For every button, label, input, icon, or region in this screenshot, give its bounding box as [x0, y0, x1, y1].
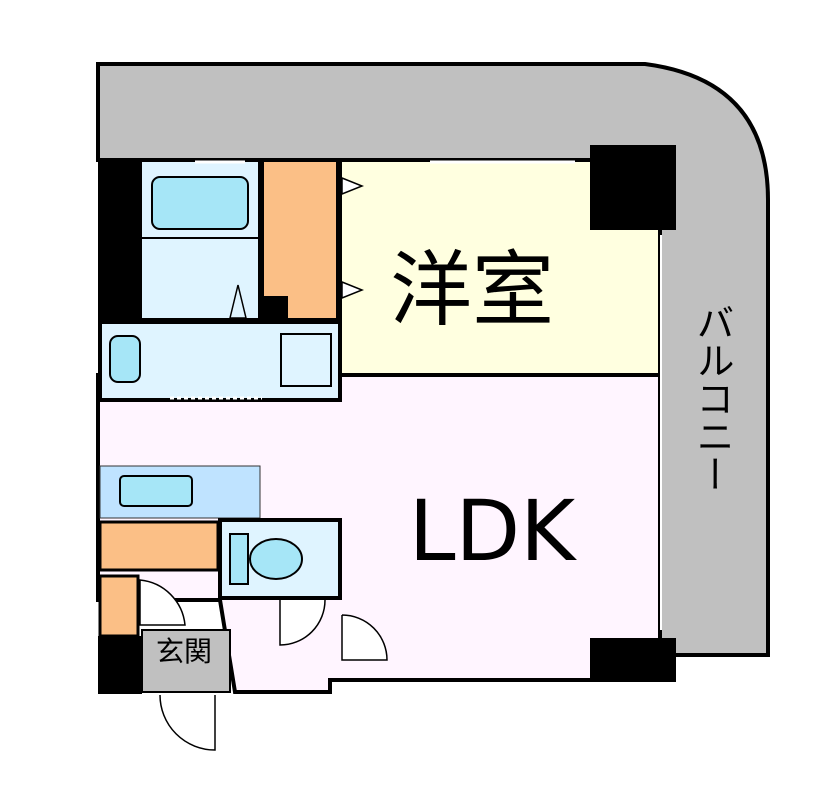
- toilet-bowl-icon: [249, 538, 303, 580]
- storage-upper: [98, 520, 220, 572]
- ldk-door-swing-icon: [341, 614, 388, 661]
- balcony-label: バルコニー: [690, 303, 734, 493]
- toilet-door-swing-icon: [279, 599, 326, 646]
- door-marker-icon: [229, 284, 247, 319]
- wall-left-lower: [98, 636, 142, 694]
- balcony-area: [96, 62, 770, 657]
- closet-area: [260, 158, 340, 322]
- storage-lower: [98, 574, 140, 638]
- front-door-swing-icon: [159, 694, 216, 751]
- washbasin-icon: [109, 335, 141, 383]
- ldk-label: LDK: [409, 482, 577, 580]
- closet-door-lower-icon: [341, 280, 365, 300]
- closet-door-upper-icon: [341, 176, 365, 196]
- washing-machine-icon: [280, 333, 332, 387]
- bathtub: [151, 176, 249, 230]
- western-room-label: 洋室: [390, 243, 554, 338]
- pillar-ldk-corner: [590, 638, 676, 682]
- entrance-area: [141, 629, 231, 693]
- pillar-balcony-corner: [590, 145, 676, 230]
- sink-icon: [119, 475, 193, 507]
- wall-left-upper: [98, 160, 140, 322]
- storage-door-swing-icon: [139, 579, 186, 626]
- closet-pillar: [264, 296, 288, 320]
- entrance-label: 玄関: [156, 635, 212, 668]
- toilet-tank-icon: [229, 533, 249, 585]
